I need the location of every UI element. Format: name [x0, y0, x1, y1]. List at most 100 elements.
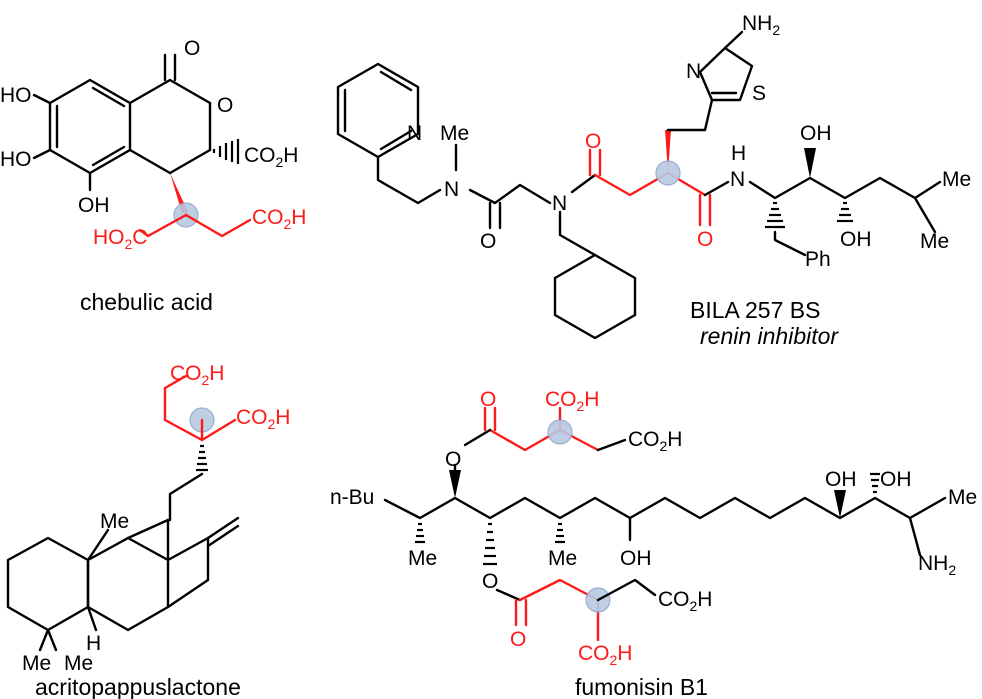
label: H [731, 142, 746, 165]
chebulic-acid-structure: O O HO HO OH CO2H HO2C CO2H chebulic aci… [0, 37, 306, 315]
stereocenter-marker [547, 419, 573, 445]
molecule-name-bila-257-bs: BILA 257 BS [690, 297, 820, 323]
bond [908, 516, 922, 557]
bond [91, 86, 126, 108]
bond [376, 155, 442, 205]
label: N [730, 168, 745, 191]
bold-wedge [665, 130, 671, 173]
label: CO2H [628, 428, 682, 454]
chebulic-benzene-ring [48, 78, 132, 175]
molecule-subtitle-renin-inhibitor: renin inhibitor [700, 323, 839, 349]
label: CO2H [236, 406, 290, 432]
label: O [510, 628, 526, 651]
bond [596, 578, 657, 602]
label: OH [78, 194, 110, 217]
bond [32, 148, 52, 160]
label: O [445, 448, 461, 471]
label: H [86, 632, 101, 655]
bond [748, 176, 942, 200]
bond [468, 183, 552, 205]
label: NH2 [918, 552, 956, 578]
label: Me [920, 230, 949, 253]
bold-wedge [804, 148, 816, 178]
label: N [444, 178, 459, 201]
label: OH [825, 468, 857, 491]
bond [913, 196, 937, 234]
thiazole-ring [698, 46, 754, 102]
label: OH [880, 468, 912, 491]
label: OH [840, 228, 872, 251]
label: CO2H [545, 388, 599, 414]
bond [168, 148, 212, 175]
label: O [585, 130, 601, 153]
label: HO [0, 148, 32, 171]
stereocenter-marker [655, 160, 681, 186]
hash-wedge [837, 201, 853, 223]
bond [166, 578, 210, 609]
label: CO2H [244, 144, 298, 170]
bond [593, 171, 707, 197]
bold-wedge [449, 470, 461, 498]
label: CO2H [170, 362, 224, 388]
bond [138, 228, 150, 238]
bond [558, 210, 597, 257]
bond [206, 524, 240, 548]
label: Me [942, 168, 971, 191]
label: O [482, 570, 498, 593]
label: HO2C [93, 226, 147, 252]
acritopappuslactone-structure: CO2H CO2H Me H Me Me acritopappuslactone [6, 362, 290, 699]
label: CO2H [578, 642, 632, 668]
bond [200, 418, 237, 442]
label: O [480, 230, 496, 253]
hash-wedge [415, 522, 425, 544]
bond [128, 78, 212, 105]
label: HO [0, 84, 32, 107]
label: OH [620, 547, 652, 570]
bond [596, 438, 627, 452]
bond [168, 472, 204, 522]
label: OH [800, 122, 832, 145]
label: Me [408, 547, 437, 570]
fumonisin-b1-structure: O CO2H CO2H O n-Bu OH OH Me Me Me OH NH2… [330, 388, 977, 699]
bond [184, 213, 252, 238]
label: Me [440, 122, 469, 145]
hash-wedge [212, 139, 240, 164]
label: O [697, 228, 713, 251]
bold-wedge [834, 490, 846, 518]
bond [38, 628, 50, 652]
decalin-ring-b [6, 536, 90, 632]
label: Me [548, 547, 577, 570]
label: S [752, 82, 766, 105]
label: Me [22, 652, 51, 675]
bila-257-bs-structure: NH2 N S N Me N O N O O H N OH OH Me Me P… [336, 12, 971, 349]
label: CO2H [658, 588, 712, 614]
molecule-name-acritopappuslactone: acritopappuslactone [35, 674, 241, 699]
bond [570, 173, 597, 194]
molecule-name-fumonisin-b1: fumonisin B1 [575, 674, 708, 699]
bond [146, 213, 188, 238]
bond [166, 536, 210, 562]
pyridine-ring [336, 62, 420, 159]
hash-wedge [555, 522, 565, 544]
label: n-Bu [330, 486, 374, 509]
bond [379, 70, 413, 92]
label: N [552, 192, 567, 215]
label: Me [100, 510, 129, 533]
bond [488, 428, 600, 452]
bond [86, 528, 110, 562]
molecule-name-chebulic-acid: chebulic acid [80, 289, 213, 315]
bond [383, 496, 947, 520]
label: N [407, 122, 422, 145]
bond [495, 588, 522, 602]
label: O [184, 37, 200, 60]
bond [46, 628, 58, 652]
hash-wedge [483, 522, 497, 566]
hash-wedge [870, 472, 880, 494]
label: NH2 [742, 12, 780, 38]
label: CO2H [252, 206, 306, 232]
bond [379, 129, 413, 151]
bond [463, 428, 492, 447]
bond [723, 30, 744, 50]
bond [773, 230, 807, 257]
